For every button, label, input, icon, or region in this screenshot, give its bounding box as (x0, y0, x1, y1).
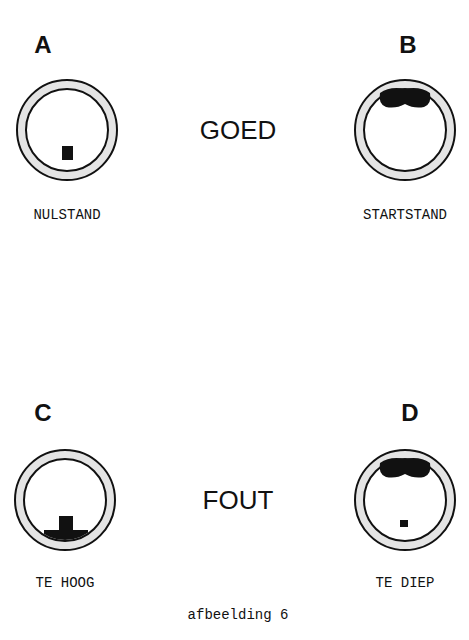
gauge-letter: A (34, 32, 51, 58)
state-label: TE HOOG (36, 576, 95, 591)
gauge-a (17, 80, 117, 180)
level-marker (44, 530, 88, 542)
level-marker (380, 88, 431, 107)
level-marker (400, 520, 408, 527)
gauge-letter: B (399, 32, 416, 58)
level-marker (62, 146, 73, 160)
figure-caption: afbeelding 6 (188, 608, 289, 623)
state-label: STARTSTAND (363, 208, 447, 223)
gauge-letter: D (401, 400, 418, 426)
gauge-letter: C (34, 400, 51, 426)
gauge-c (15, 450, 115, 550)
gauge-d (355, 450, 455, 550)
gauge-b (355, 80, 455, 180)
verdict-word: GOED (200, 116, 277, 145)
state-label: TE DIEP (376, 576, 435, 591)
verdict-word: FOUT (203, 486, 274, 515)
level-marker (380, 458, 431, 477)
state-label: NULSTAND (33, 208, 100, 223)
